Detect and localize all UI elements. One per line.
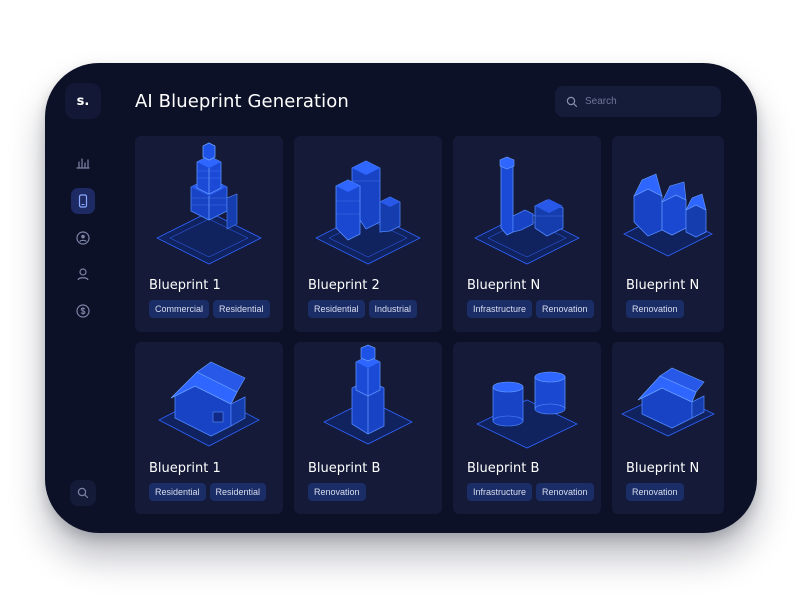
tag[interactable]: Renovation: [308, 483, 366, 501]
app-logo[interactable]: s.: [65, 83, 101, 119]
app-window: s. AI Blueprint Generation: [45, 63, 757, 533]
user-circle-icon[interactable]: [71, 226, 95, 250]
tag-list: Commercial Residential: [149, 300, 270, 318]
tag[interactable]: Infrastructure: [467, 483, 533, 501]
small-house-icon: [621, 367, 715, 437]
search-icon: [77, 487, 89, 499]
skyscraper-icon: [156, 142, 262, 265]
sidebar-search-button[interactable]: [70, 480, 96, 506]
search-icon: [566, 96, 578, 107]
tag-list: Renovation: [626, 300, 684, 318]
phone-icon[interactable]: [71, 188, 95, 214]
card-title: Blueprint N: [626, 461, 700, 476]
blueprint-card[interactable]: Blueprint N Renovation: [612, 136, 724, 332]
bar-chart-icon[interactable]: [71, 150, 95, 174]
tag[interactable]: Renovation: [536, 483, 594, 501]
tag-list: Residential Residential: [149, 483, 267, 501]
card-title: Blueprint 1: [149, 461, 221, 476]
blueprint-card[interactable]: Blueprint N Renovation: [612, 342, 724, 514]
tag-list: Infrastructure Renovation: [467, 483, 594, 501]
tag[interactable]: Residential: [308, 300, 365, 318]
card-title: Blueprint 1: [149, 278, 221, 293]
house-icon: [158, 361, 260, 447]
tower-icon: [323, 344, 413, 445]
card-title: Blueprint N: [467, 278, 541, 293]
blueprint-card[interactable]: Blueprint N Infrastructure Renovation: [453, 136, 601, 332]
blueprint-card[interactable]: Blueprint 1 Residential Residential: [135, 342, 283, 514]
tower-complex-icon: [474, 156, 580, 265]
tag-list: Residential Industrial: [308, 300, 418, 318]
tag-list: Renovation: [626, 483, 684, 501]
tag-list: Infrastructure Renovation: [467, 300, 594, 318]
blueprint-card[interactable]: Blueprint B Infrastructure Renovation: [453, 342, 601, 514]
user-icon[interactable]: [71, 262, 95, 286]
tag[interactable]: Industrial: [368, 300, 418, 318]
card-title: Blueprint B: [308, 461, 381, 476]
tag[interactable]: Infrastructure: [467, 300, 533, 318]
office-buildings-icon: [315, 160, 421, 265]
search-input[interactable]: [585, 96, 715, 107]
card-title: Blueprint N: [626, 278, 700, 293]
page-title: AI Blueprint Generation: [135, 91, 349, 112]
blueprint-card[interactable]: Blueprint 2 Residential Industrial: [294, 136, 442, 332]
blueprint-card[interactable]: Blueprint B Renovation: [294, 342, 442, 514]
tag[interactable]: Renovation: [536, 300, 594, 318]
tag[interactable]: Commercial: [149, 300, 210, 318]
tag[interactable]: Residential: [213, 300, 270, 318]
tag[interactable]: Renovation: [626, 300, 684, 318]
card-title: Blueprint B: [467, 461, 540, 476]
sidebar: s.: [45, 63, 121, 533]
tag[interactable]: Renovation: [626, 483, 684, 501]
search-box[interactable]: [555, 86, 721, 117]
tag-list: Renovation: [308, 483, 366, 501]
tag[interactable]: Residential: [209, 483, 267, 501]
dollar-circle-icon[interactable]: [71, 299, 95, 323]
storage-tanks-icon: [476, 371, 578, 449]
card-title: Blueprint 2: [308, 278, 380, 293]
townhouse-icon: [623, 173, 713, 257]
tag[interactable]: Residential: [149, 483, 206, 501]
blueprint-card[interactable]: Blueprint 1 Commercial Residential: [135, 136, 283, 332]
